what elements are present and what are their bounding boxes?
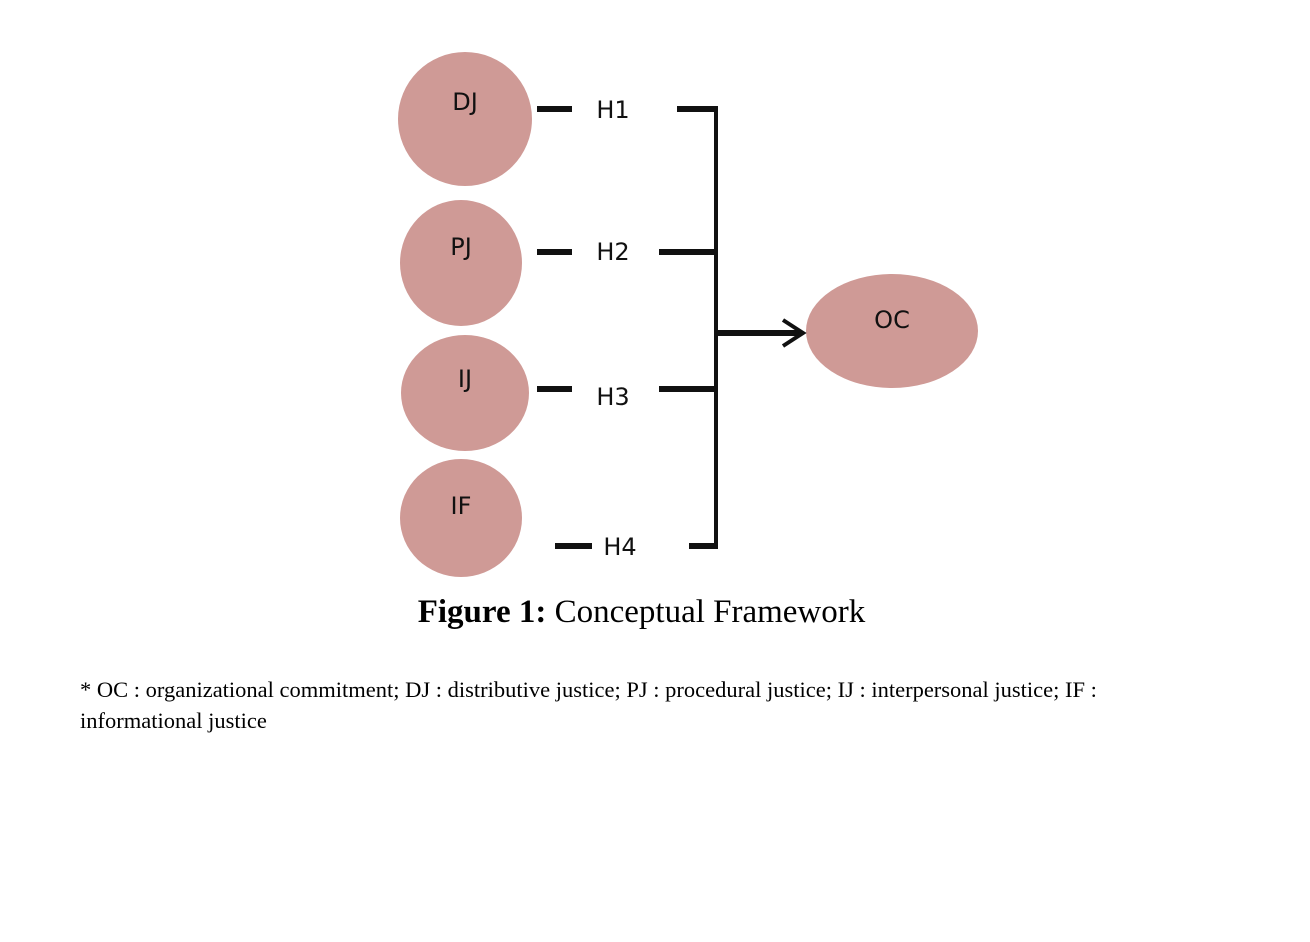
- node-pj-label: PJ: [450, 233, 472, 261]
- node-ij-circle: [401, 335, 529, 451]
- figure-caption-title: Conceptual Framework: [554, 594, 866, 630]
- footnote: * OC : organizational commitment; DJ : d…: [80, 674, 1300, 736]
- h3-label: H3: [596, 383, 629, 411]
- footnote-line-2: informational justice: [80, 708, 267, 733]
- node-ij-label: IJ: [458, 365, 472, 393]
- conceptual-framework-diagram: DJ PJ IJ IF OC H1 H2 H3 H4: [398, 52, 978, 577]
- h4-label: H4: [603, 533, 636, 561]
- footnote-line-1: * OC : organizational commitment; DJ : d…: [80, 677, 1097, 702]
- h2-label: H2: [596, 238, 629, 266]
- node-dj: DJ: [398, 52, 532, 186]
- node-if-circle: [400, 459, 522, 577]
- node-pj-circle: [400, 200, 522, 326]
- node-ij: IJ: [401, 335, 529, 451]
- node-oc-label: OC: [874, 306, 910, 334]
- node-oc: OC: [806, 274, 978, 388]
- arrow-head-icon: [781, 318, 807, 348]
- node-oc-circle: [806, 274, 978, 388]
- node-dj-label: DJ: [452, 88, 478, 116]
- figure-caption: Figure 1: Conceptual Framework: [0, 594, 1283, 631]
- node-if-label: IF: [451, 492, 472, 520]
- figure-caption-number: Figure 1:: [417, 594, 547, 630]
- node-if: IF: [400, 459, 522, 577]
- h1-label: H1: [596, 96, 629, 124]
- node-dj-circle: [398, 52, 532, 186]
- node-pj: PJ: [400, 200, 522, 326]
